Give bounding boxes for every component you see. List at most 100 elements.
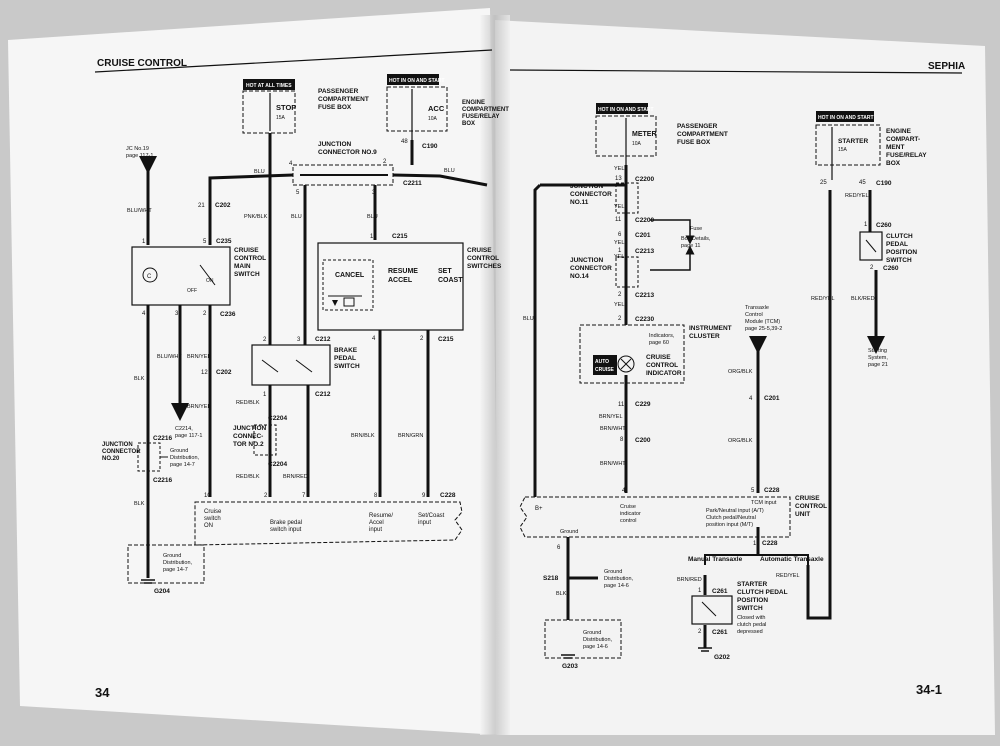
clutch-label: POSITION [886, 249, 917, 256]
cancel-switch: CANCEL [335, 272, 365, 279]
unit-title: CRUISE [795, 495, 820, 502]
jc11-label: NO.11 [570, 199, 589, 206]
stop-desc: PASSENGER [318, 88, 359, 95]
wire-label: BLK [556, 591, 567, 597]
acc-desc: ENGINE [462, 100, 485, 106]
meter-fuse: HOT IN ON AND START METER 10A PASSENGER … [595, 103, 728, 165]
unit-label: switch input [270, 527, 302, 533]
jc9-label: JUNCTION [318, 141, 352, 148]
main-switch-label: CRUISE [234, 247, 259, 254]
resume-switch: RESUME [388, 268, 418, 275]
pin: 13 [615, 176, 622, 182]
g204: G204 [154, 588, 170, 595]
wire-label: BRN/BLK [351, 433, 375, 439]
starting-system-ref: page 21 [868, 362, 888, 368]
starter-badge: HOT IN ON AND START [818, 115, 874, 121]
clutch-label: PEDAL [886, 241, 908, 248]
conn-c201: C201 [635, 232, 651, 239]
closed-note: depressed [737, 629, 763, 635]
unit-title: UNIT [795, 511, 810, 518]
jc20-label: NO.20 [102, 456, 120, 462]
indicators-ref: Indicators, [649, 333, 675, 339]
wire-label: YEL [614, 254, 624, 260]
s218: S218 [543, 575, 559, 582]
conn-c2216: C2216 [153, 477, 173, 484]
clutch-pedal-position-switch: 1 C260 CLUTCH PEDAL POSITION SWITCH 2 C2… [859, 222, 917, 272]
stop-badge: HOT AT ALL TIMES [246, 83, 292, 89]
c2214-ref: page 117-1 [175, 433, 202, 439]
unit-label: input [418, 520, 431, 526]
conn-c215: C215 [438, 336, 454, 343]
acc-pin: 48 [401, 139, 408, 145]
pin: 2 [263, 337, 267, 343]
wire-label: BLU/WHT [157, 354, 182, 360]
ground-dist: page 14-7 [170, 462, 195, 468]
starter-clutch-label: SWITCH [737, 605, 763, 612]
pin: 2 [203, 311, 207, 317]
ground-dist: Distribution, [170, 455, 200, 461]
pin: 1 [698, 588, 702, 594]
starting-system-ref: Starting [868, 348, 887, 354]
switches-label: CRUISE [467, 247, 492, 254]
indicator-label: INDICATOR [646, 370, 682, 377]
tcm-ref: Control [745, 312, 763, 318]
wire-label: RED/YEL [811, 296, 835, 302]
conn-c260: C260 [883, 265, 899, 272]
conn-c230: C2230 [635, 316, 655, 323]
ground-dist: Distribution, [583, 637, 613, 643]
main-switch-label: SWITCH [234, 271, 260, 278]
conn-c201: C201 [764, 395, 780, 402]
wire-label: BLU [367, 214, 378, 220]
fuse-box-details: Box Details, [681, 236, 711, 242]
cluster-label: INSTRUMENT [689, 325, 732, 332]
wire-label: BLU [291, 214, 302, 220]
wire-label: BRN/YEL [187, 354, 211, 360]
clutch-label: SWITCH [886, 257, 912, 264]
stop-fuse-name: STOP [276, 103, 296, 112]
wire-label: BRN/RED [283, 474, 308, 480]
acc-desc: BOX [462, 121, 475, 127]
manual-transaxle: Manual Transaxle [688, 556, 743, 563]
pin: 3 [175, 311, 179, 317]
pin: 3 [297, 337, 301, 343]
pin: 1 [142, 239, 146, 245]
pin: 7 [302, 493, 306, 499]
conn-c228: C228 [762, 540, 778, 547]
acc-fuse-amps: 10A [428, 116, 438, 122]
main-switch-label: MAIN [234, 263, 251, 270]
pin: 4 [622, 488, 626, 494]
unit-label: switch [204, 516, 221, 522]
right-header: SEPHIA [928, 61, 965, 72]
stop-desc: COMPARTMENT [318, 96, 369, 103]
jc2-label: JUNCTION [233, 425, 267, 432]
left-header: CRUISE CONTROL [97, 58, 187, 69]
conn-c2200: C2200 [635, 176, 655, 183]
c2214-ref: C2214, [175, 426, 193, 432]
meter-desc: FUSE BOX [677, 139, 711, 146]
junction-connector-11: 13 C2200 JUNCTION CONNECTOR NO.11 11 C22… [570, 176, 655, 239]
left-wires [139, 133, 488, 578]
wire-label: YEL [614, 204, 624, 210]
jc14-label: NO.14 [570, 273, 589, 280]
tcm-ref: Module (TCM) [745, 319, 780, 325]
unit-label: ON [204, 523, 213, 529]
indicator-label: CONTROL [646, 362, 678, 369]
unit-label: Brake pedal [270, 520, 302, 526]
pin: 5 [203, 239, 207, 245]
pin: 2 [618, 292, 622, 298]
unit-label: control [620, 518, 637, 524]
wire-label: YEL [614, 240, 624, 246]
conn-c2204: C2204 [268, 461, 288, 468]
fuse-box-details: Fuse [690, 226, 702, 232]
jc9-pin: 4 [289, 161, 293, 167]
wire-label: RED/BLK [236, 474, 260, 480]
g202: G202 [714, 654, 730, 661]
conn-c2200: C2200 [635, 217, 655, 224]
starter-clutch-label: CLUTCH PEDAL [737, 589, 788, 596]
acc-desc: COMPARTMENT [462, 107, 509, 113]
junction-connector-2: C2204 JUNCTION CONNEC- TOR NO.2 C2204 [233, 415, 288, 468]
pin: 6 [618, 232, 622, 238]
wire-label: BRN/RED [677, 577, 702, 583]
